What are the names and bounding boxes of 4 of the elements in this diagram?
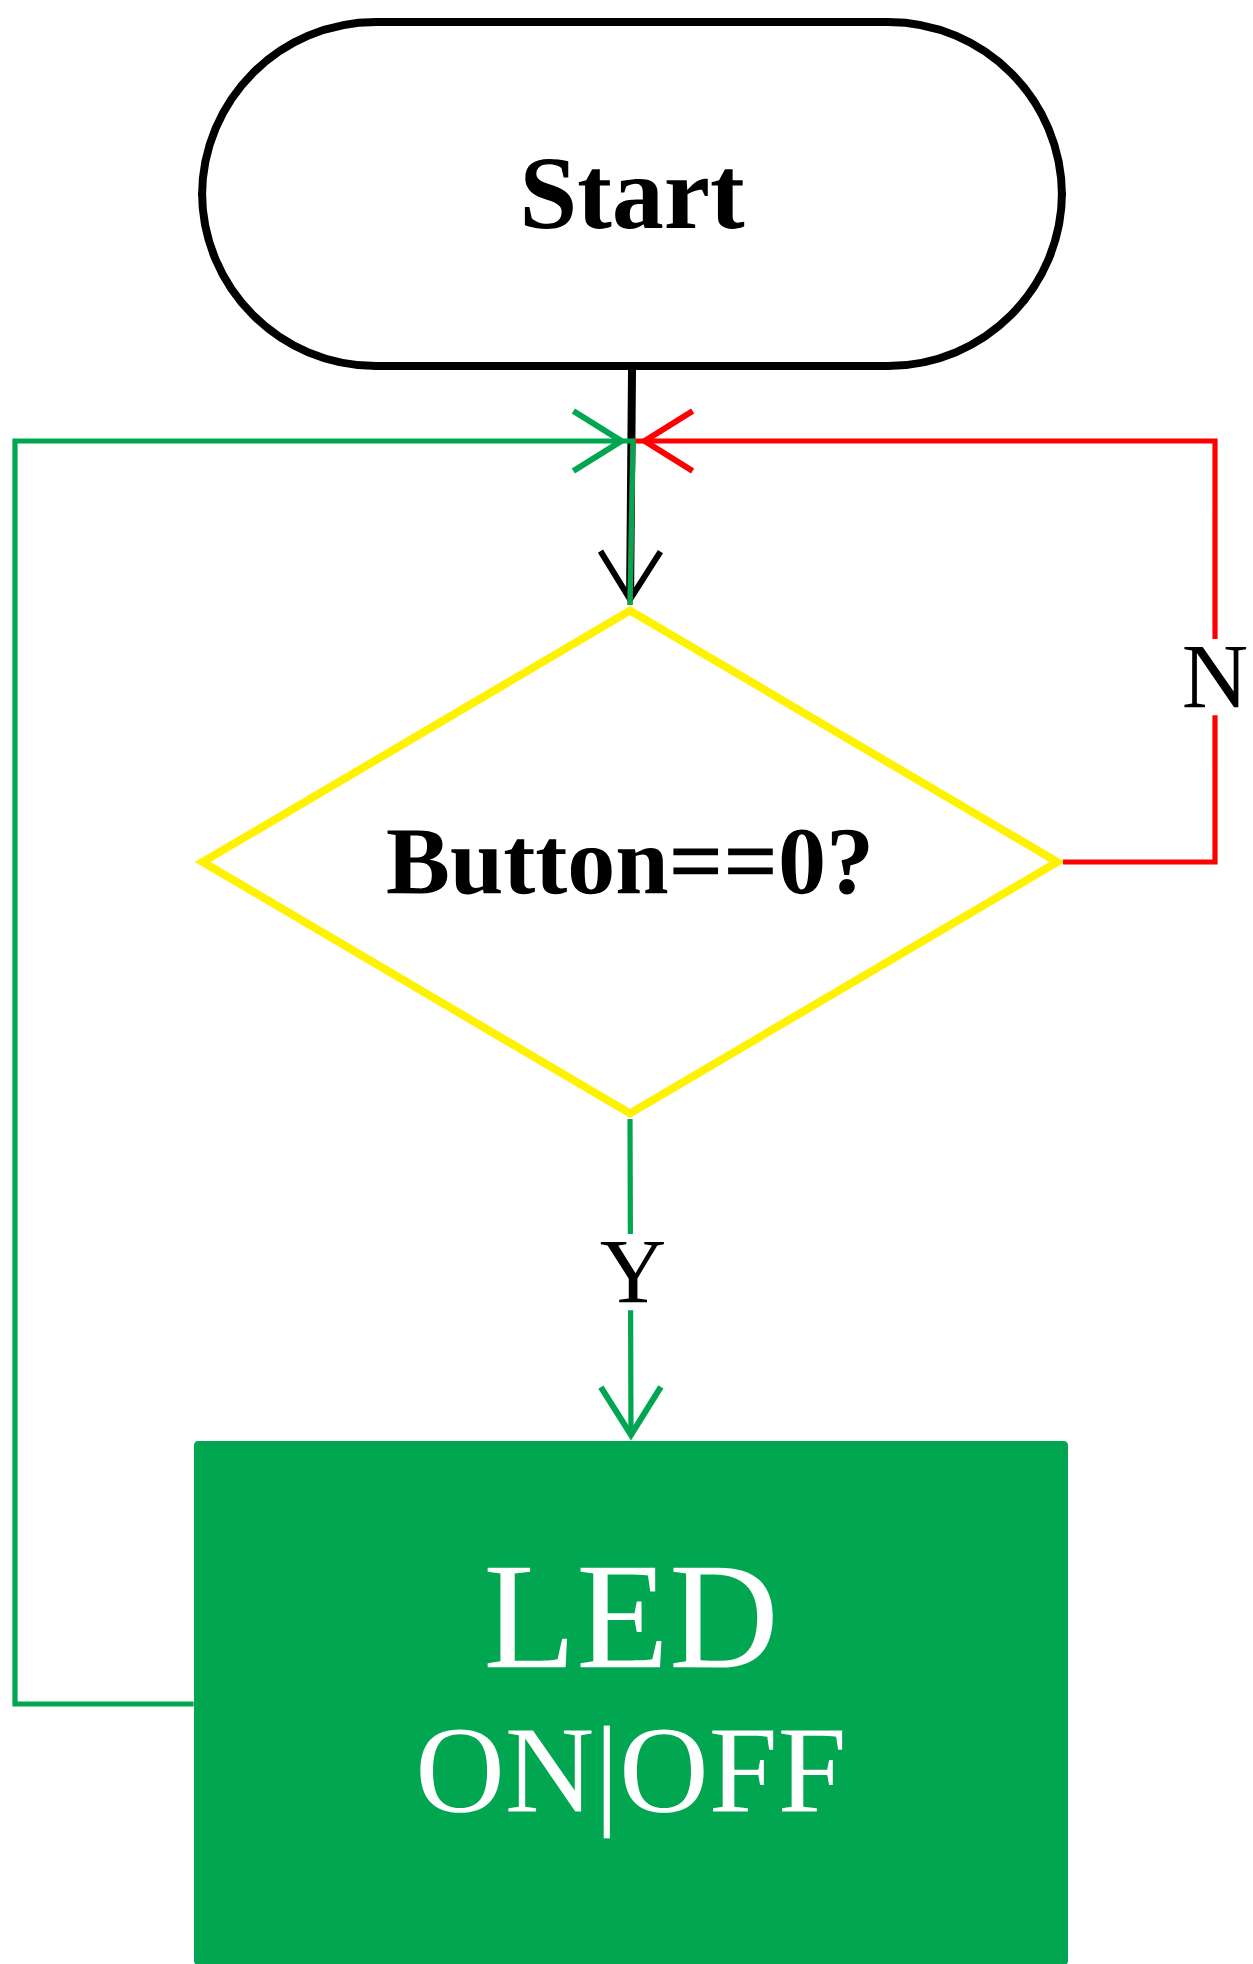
edge-label: N (1173, 638, 1253, 716)
process-box: LED ON|OFF (194, 1441, 1068, 1964)
start-terminal: Start (198, 18, 1066, 370)
edge-label: Y (591, 1233, 675, 1311)
